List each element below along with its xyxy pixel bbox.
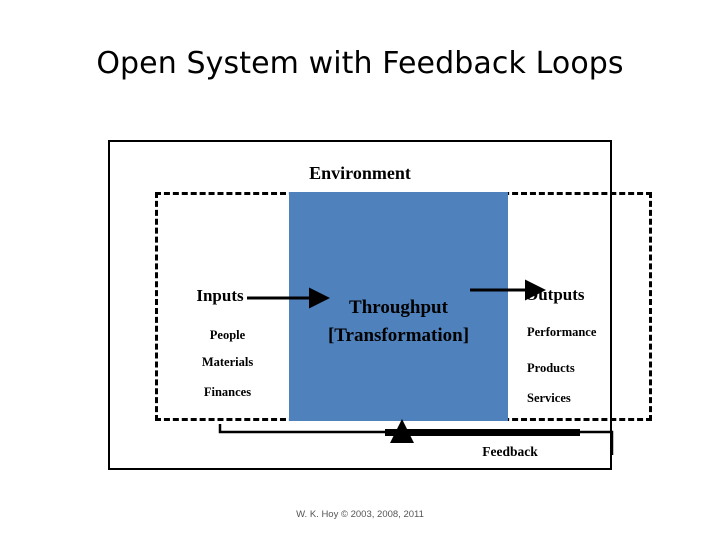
feedback-label: Feedback bbox=[482, 444, 538, 459]
inputs-list-item: People bbox=[209, 328, 246, 342]
outputs-heading: Outputs bbox=[525, 285, 585, 304]
environment-label: Environment bbox=[309, 163, 411, 183]
inputs-list-item: Finances bbox=[203, 385, 252, 399]
outputs-list-item: Services bbox=[527, 391, 571, 405]
copyright-credit: W. K. Hoy © 2003, 2008, 2011 bbox=[296, 509, 424, 520]
page-title: Open System with Feedback Loops bbox=[96, 46, 624, 81]
throughput-heading: Throughput bbox=[349, 297, 448, 318]
outputs-list-item: Products bbox=[527, 361, 575, 375]
outputs-list-item: Performance bbox=[527, 325, 597, 339]
inputs-heading: Inputs bbox=[196, 286, 244, 305]
inputs-list-item: Materials bbox=[201, 355, 254, 369]
throughput-subheading: [Transformation] bbox=[327, 325, 470, 346]
